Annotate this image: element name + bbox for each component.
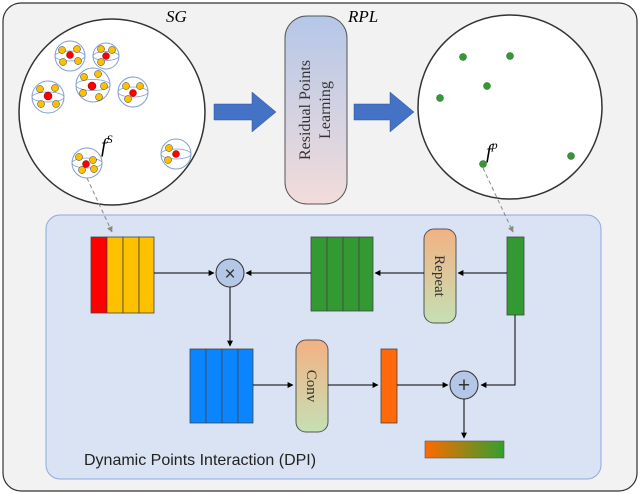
- conv-output-column: [380, 348, 398, 424]
- fp-feature-column: [506, 236, 525, 316]
- fp-label: fp: [486, 138, 498, 163]
- fs-feature-block: [90, 236, 155, 314]
- repeated-fp-block: [310, 236, 374, 312]
- sg-label: SG: [166, 7, 187, 26]
- point-group-2: [92, 42, 120, 70]
- rpl-output-circle: [417, 14, 603, 200]
- conv-label: Conv: [303, 370, 319, 403]
- fp-connector: [482, 167, 514, 233]
- rpl-label: RPL: [347, 7, 378, 26]
- dpi-output-bar: [424, 440, 505, 459]
- point-group-3: [75, 67, 111, 103]
- point-group-7: [160, 138, 192, 170]
- multiply-symbol: ×: [224, 264, 235, 285]
- green-points: [436, 52, 575, 168]
- point-group-6: [71, 147, 103, 179]
- repeat-box: [423, 228, 457, 324]
- point-group-5: [117, 76, 149, 108]
- fs-label: fS: [101, 132, 113, 157]
- residual-connection: [480, 315, 516, 388]
- arrow-rpl-to-points: [353, 91, 415, 133]
- add-node: +: [449, 370, 479, 400]
- conv-box: [295, 339, 329, 433]
- dpi-title: Dynamic Points Interaction (DPI): [84, 452, 316, 469]
- repeat-label: Repeat: [431, 255, 447, 297]
- point-group-1: [54, 40, 86, 72]
- point-group-4: [31, 80, 65, 114]
- interaction-feature-block: [189, 348, 254, 424]
- arrow-sg-to-rpl: [213, 91, 277, 133]
- rpl-box-text-line2: Learning: [317, 81, 334, 139]
- multiply-node: ×: [215, 258, 245, 288]
- rpl-box: [284, 15, 348, 205]
- add-symbol: +: [458, 374, 470, 397]
- fs-connector: [86, 177, 113, 233]
- rpl-box-text-line1: Residual Points: [297, 60, 314, 160]
